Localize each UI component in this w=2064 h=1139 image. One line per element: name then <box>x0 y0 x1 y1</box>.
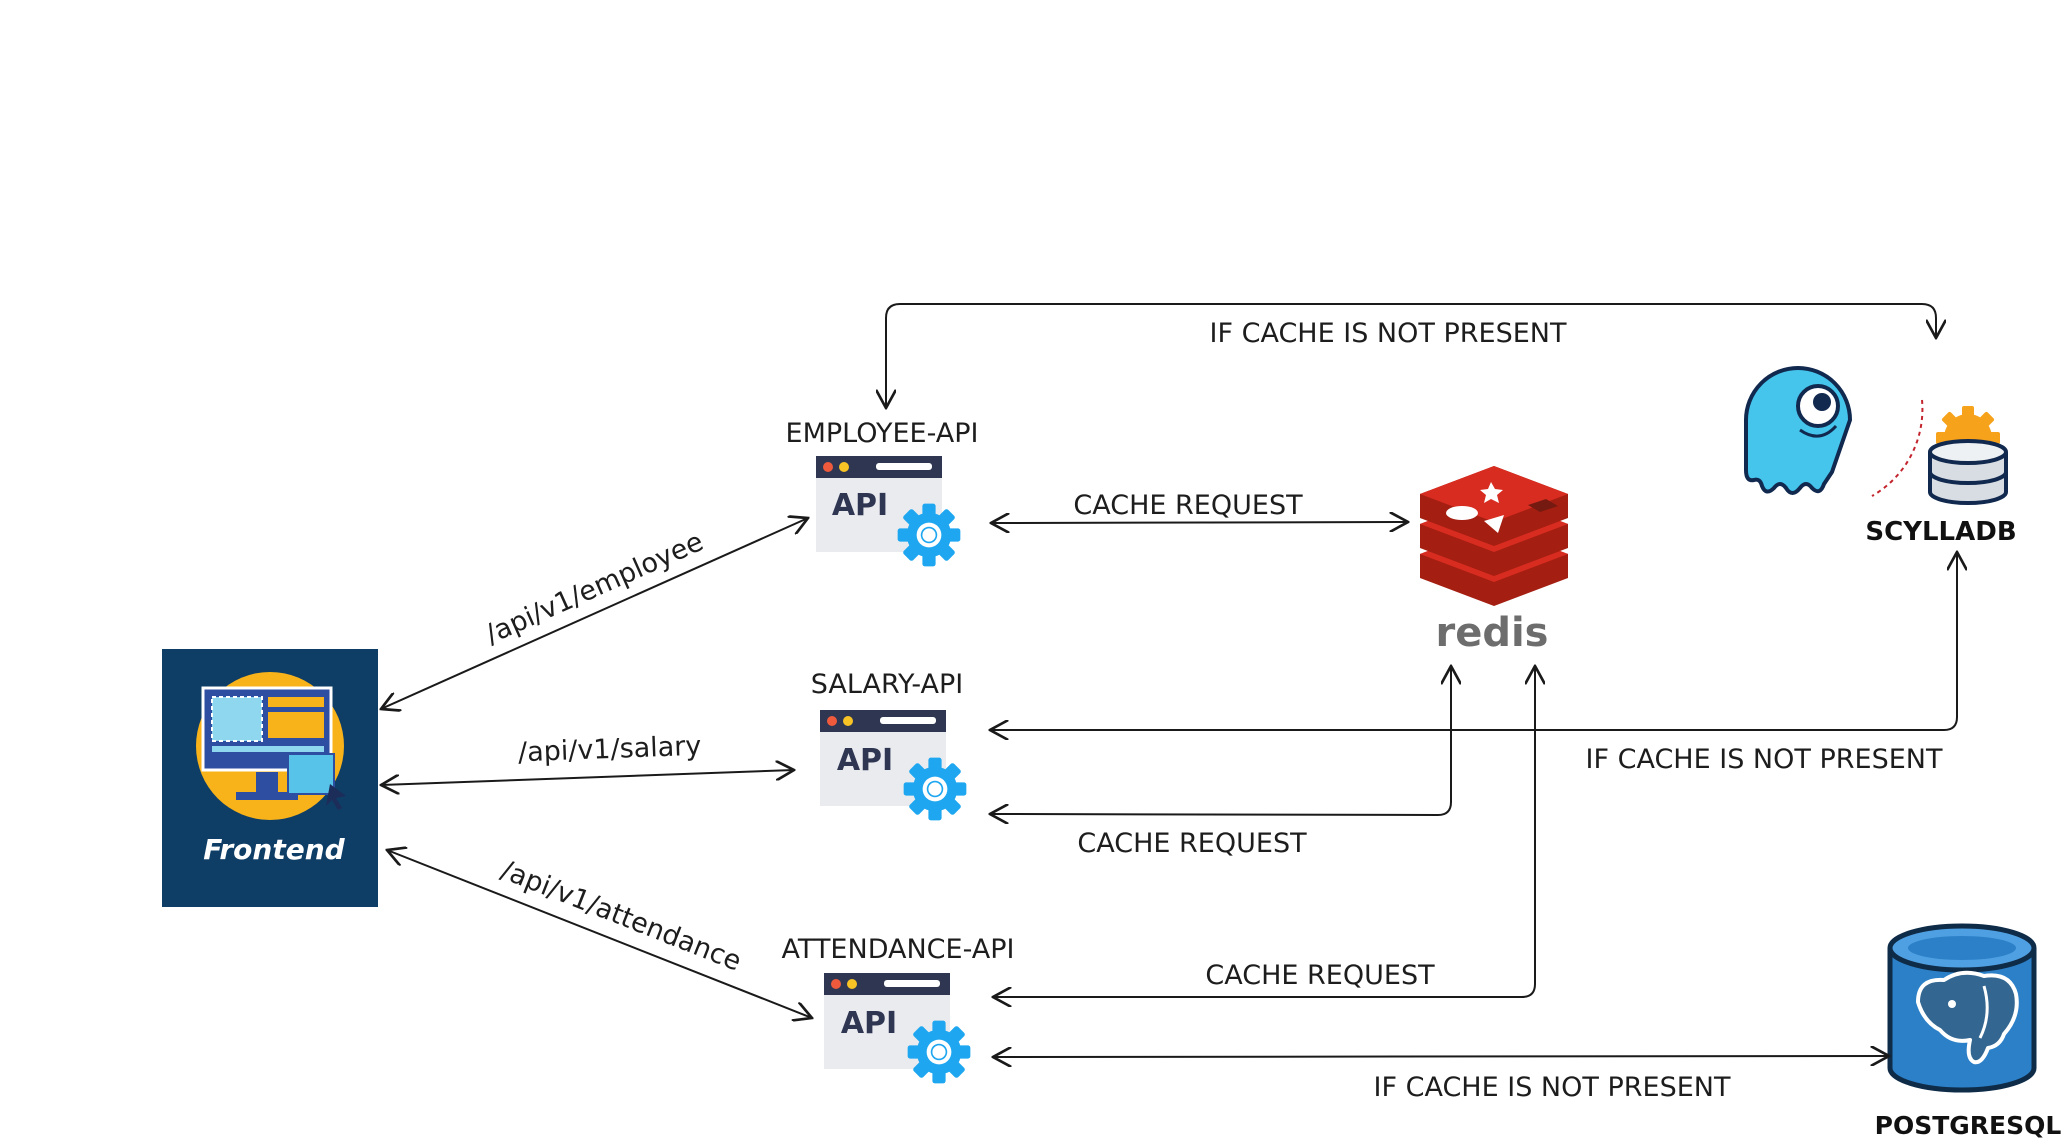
scylladb-node: SCYLLADB <box>1744 366 2017 547</box>
redis-logo-icon <box>1420 466 1568 606</box>
employee-cache-label: CACHE REQUEST <box>1073 490 1303 521</box>
scylladb-logo-icon <box>1744 366 2008 505</box>
postgresql-label: POSTGRESQL <box>1875 1111 2062 1139</box>
postgresql-node: POSTGRESQL <box>1875 923 2062 1139</box>
scylladb-label: SCYLLADB <box>1865 517 2016 547</box>
employee-fallback-label: IF CACHE IS NOT PRESENT <box>1210 318 1567 349</box>
attendance-api-title: ATTENDANCE-API <box>782 934 1015 965</box>
attendance-api-node: ATTENDANCE-API API <box>782 934 1015 1084</box>
salary-api-badge: API <box>837 743 893 778</box>
monitor-icon <box>196 672 346 820</box>
attendance-route-label: /api/v1/attendance <box>497 855 746 978</box>
fallback-edges: IF CACHE IS NOT PRESENT IF CACHE IS NOT … <box>886 303 1957 1103</box>
attendance-api-badge: API <box>841 1006 897 1041</box>
gear-icon <box>897 503 961 567</box>
employee-api-title: EMPLOYEE-API <box>786 418 979 449</box>
attendance-fallback-arrow <box>993 1056 1889 1057</box>
redis-label: redis <box>1435 610 1548 656</box>
postgresql-logo-icon <box>1887 923 2037 1093</box>
attendance-cache-label: CACHE REQUEST <box>1205 960 1435 991</box>
salary-cache-label: CACHE REQUEST <box>1077 828 1307 859</box>
salary-cache-arrow <box>990 666 1451 815</box>
salary-api-title: SALARY-API <box>811 669 963 700</box>
redis-node: redis <box>1420 466 1568 656</box>
salary-api-node: SALARY-API API <box>811 669 967 821</box>
employee-route-arrow <box>381 518 808 709</box>
frontend-node: Frontend <box>162 649 378 907</box>
gear-icon <box>907 1020 971 1084</box>
employee-api-badge: API <box>832 488 888 523</box>
employee-fallback-arrow <box>886 303 1936 408</box>
gear-icon <box>903 757 967 821</box>
cache-edges: CACHE REQUEST CACHE REQUEST CACHE REQUES… <box>990 490 1535 997</box>
attendance-cache-arrow <box>993 666 1535 997</box>
attendance-fallback-label: IF CACHE IS NOT PRESENT <box>1374 1072 1731 1103</box>
employee-cache-arrow <box>991 522 1408 523</box>
salary-route-label: /api/v1/salary <box>517 731 701 769</box>
salary-fallback-arrow <box>990 552 1957 730</box>
attendance-route-arrow <box>387 850 812 1018</box>
employee-route-label: /api/v1/employee <box>481 526 708 650</box>
route-edges: /api/v1/employee /api/v1/salary /api/v1/… <box>381 518 812 1018</box>
salary-fallback-label: IF CACHE IS NOT PRESENT <box>1586 744 1943 775</box>
employee-api-node: EMPLOYEE-API API <box>786 418 979 567</box>
salary-route-arrow <box>381 770 794 785</box>
frontend-label: Frontend <box>203 833 345 866</box>
